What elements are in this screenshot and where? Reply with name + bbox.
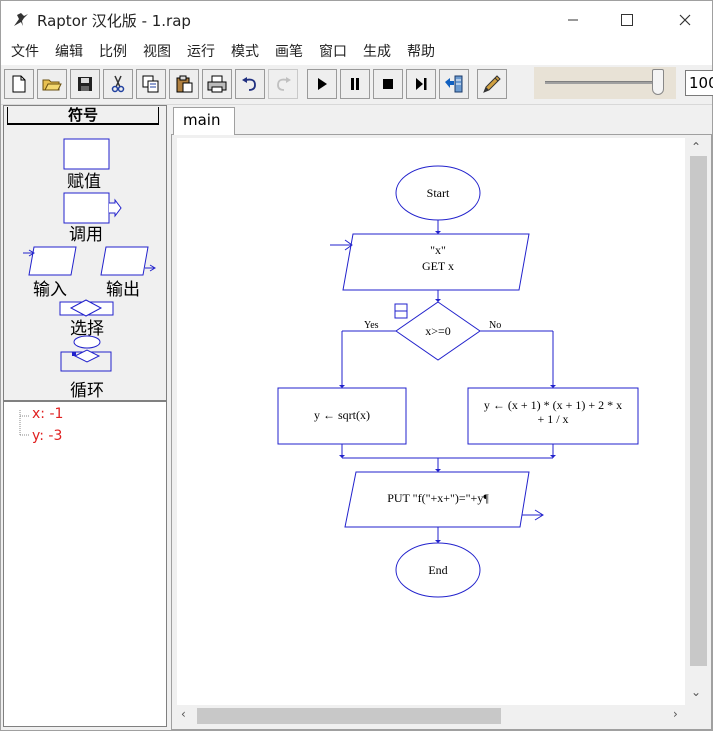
- new-file-icon: [12, 75, 26, 93]
- window-title: Raptor 汉化版 - 1.rap: [37, 12, 191, 30]
- menu-window[interactable]: 窗口: [319, 44, 347, 60]
- assign-label: 赋值: [67, 172, 101, 192]
- input-label: 输入: [33, 280, 67, 300]
- open-folder-icon: [42, 79, 62, 91]
- call-label: 调用: [69, 225, 103, 245]
- minimize-icon: [568, 19, 578, 21]
- menu-edit[interactable]: 编辑: [55, 44, 83, 60]
- print-button[interactable]: [202, 69, 232, 99]
- tree-lines: [19, 410, 30, 436]
- undo-button[interactable]: [235, 69, 265, 99]
- select-symbol[interactable]: [59, 299, 114, 317]
- redo-icon: [277, 77, 291, 91]
- scroll-left-arrow-icon[interactable]: ‹: [181, 707, 186, 721]
- title-bar: Raptor 汉化版 - 1.rap: [1, 1, 712, 39]
- save-button[interactable]: [70, 69, 100, 99]
- minimize-button[interactable]: [549, 1, 597, 39]
- horizontal-scroll-thumb[interactable]: [197, 708, 501, 724]
- variables-panel: x: -1 y: -3: [3, 401, 167, 727]
- scroll-up-arrow-icon[interactable]: ⌃: [691, 140, 702, 154]
- cut-button[interactable]: [103, 69, 133, 99]
- menu-scale[interactable]: 比例: [99, 44, 127, 60]
- close-icon: [679, 14, 691, 26]
- speed-slider-track[interactable]: [545, 81, 657, 84]
- raptor-logo-icon: [14, 13, 28, 26]
- scroll-down-arrow-icon[interactable]: ⌄: [691, 685, 702, 699]
- tab-main[interactable]: main: [173, 107, 235, 135]
- new-button[interactable]: [4, 69, 34, 99]
- menu-generate[interactable]: 生成: [363, 44, 391, 60]
- symbol-shapes: [23, 138, 156, 372]
- print-icon: [207, 75, 227, 93]
- close-button[interactable]: [661, 1, 709, 39]
- vertical-scroll-thumb[interactable]: [690, 156, 707, 666]
- assign-yes-text: y ← sqrt(x): [314, 408, 370, 422]
- run-button[interactable]: [307, 69, 337, 99]
- symbols-header: 符号: [7, 107, 159, 125]
- input-node: [342, 233, 530, 291]
- call-symbol[interactable]: [63, 192, 122, 224]
- cut-icon: [111, 75, 125, 93]
- copy-button[interactable]: [136, 69, 166, 99]
- paste-button[interactable]: [169, 69, 199, 99]
- copy-icon: [142, 75, 159, 93]
- pen-icon: [483, 75, 501, 93]
- stop-icon: [383, 79, 393, 89]
- menu-ink[interactable]: 画笔: [275, 44, 303, 60]
- menu-help[interactable]: 帮助: [407, 44, 435, 60]
- loop-symbol[interactable]: [60, 335, 112, 372]
- condition-text: x>=0: [425, 324, 451, 338]
- menu-mode[interactable]: 模式: [231, 44, 259, 60]
- select-label: 选择: [70, 319, 104, 339]
- pause-button[interactable]: [340, 69, 370, 99]
- assign-no-text-1: y ← (x + 1) * (x + 1) + 2 * x: [484, 398, 622, 412]
- maximize-button[interactable]: [603, 1, 651, 39]
- step-button[interactable]: [406, 69, 436, 99]
- undo-icon: [242, 77, 256, 91]
- menu-bar: 文件 编辑 比例 视图 运行 模式 画笔 窗口 生成 帮助: [1, 39, 712, 65]
- variable-x: x: -1: [32, 406, 64, 422]
- assign-no-text-2: + 1 / x: [537, 412, 568, 426]
- input-symbol[interactable]: [23, 246, 77, 276]
- output-text: PUT "f("+x+")="+y¶: [387, 491, 489, 505]
- scroll-right-arrow-icon[interactable]: ›: [673, 707, 678, 721]
- no-label: No: [489, 320, 501, 331]
- maximize-icon: [621, 14, 633, 26]
- decision-node: [395, 301, 481, 361]
- end-text: End: [428, 563, 447, 577]
- assign-symbol[interactable]: [63, 138, 110, 170]
- start-text: Start: [427, 186, 450, 200]
- stop-button[interactable]: [373, 69, 403, 99]
- input-prompt-text: "x": [430, 243, 446, 257]
- test-server-button[interactable]: [439, 69, 469, 99]
- zoom-input[interactable]: 100: [685, 70, 713, 96]
- menu-file[interactable]: 文件: [11, 44, 39, 60]
- pause-icon: [351, 78, 359, 90]
- output-label: 输出: [106, 280, 140, 300]
- speed-slider-thumb[interactable]: [652, 69, 664, 95]
- menu-view[interactable]: 视图: [143, 44, 171, 60]
- open-button[interactable]: [37, 69, 67, 99]
- output-symbol[interactable]: [100, 246, 156, 276]
- test-server-icon: [445, 75, 463, 93]
- flowchart-canvas[interactable]: [177, 138, 685, 705]
- input-get-text: GET x: [422, 259, 454, 273]
- flowchart: Start "x" GET x x>=0 y ← sqrt(x) y ← (x …: [277, 165, 639, 598]
- variable-y: y: -3: [32, 428, 63, 444]
- output-node: [344, 471, 530, 528]
- paste-icon: [176, 75, 193, 93]
- loop-label: 循环: [70, 381, 104, 401]
- step-icon: [416, 78, 427, 90]
- play-icon: [318, 78, 327, 90]
- redo-button[interactable]: [268, 69, 298, 99]
- pen-button[interactable]: [477, 69, 507, 99]
- yes-label: Yes: [364, 320, 379, 331]
- menu-run[interactable]: 运行: [187, 44, 215, 60]
- save-icon: [78, 77, 92, 91]
